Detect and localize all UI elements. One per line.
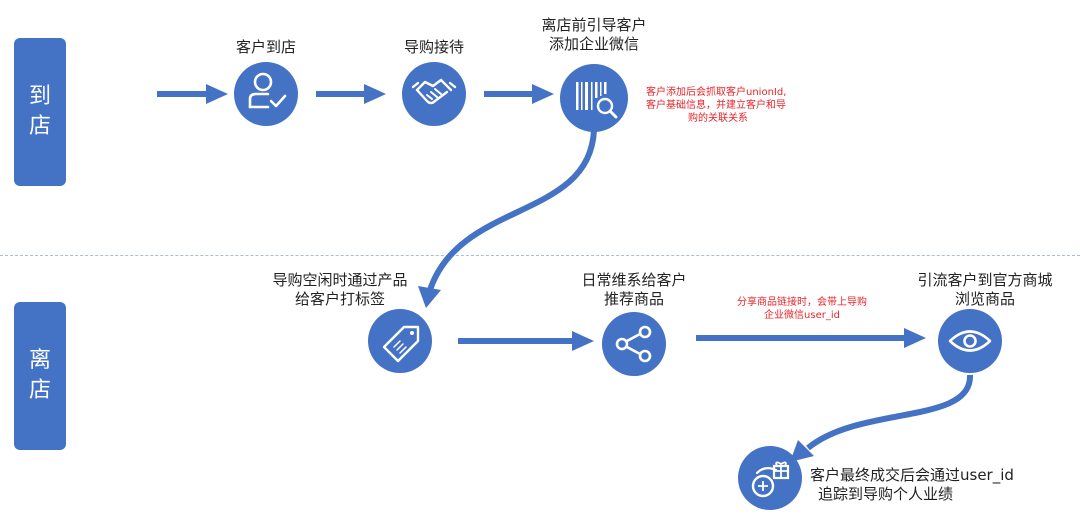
customer-check-icon — [234, 62, 298, 126]
step-label-add-wechat: 离店前引导客户 添加企业微信 — [541, 16, 647, 53]
phase-tab-away: 离店 — [14, 302, 66, 450]
phase-tab-in-store: 到店 — [14, 38, 66, 186]
eye-icon — [938, 309, 1002, 373]
arrow-arrive-to-reception — [316, 84, 386, 104]
phase-divider — [0, 255, 1080, 256]
step-label-performance: 客户最终成交后会通过user_id 追踪到导购个人业绩 — [810, 466, 1014, 503]
phase-label-in-store: 到店 — [28, 84, 51, 139]
coins-gift-icon — [738, 446, 802, 510]
tag-icon — [368, 309, 432, 373]
step-label-mall: 引流客户到官方商城 浏览商品 — [917, 271, 1053, 308]
step-label-reception: 导购接待 — [403, 38, 464, 56]
share-icon — [602, 312, 666, 376]
phase-label-away: 离店 — [28, 348, 51, 403]
step-label-recommend: 日常维系给客户 推荐商品 — [581, 271, 687, 308]
step-label-arrive: 客户到店 — [235, 38, 296, 56]
arrow-tagging-to-recommend — [458, 331, 594, 351]
arrow-mall-to-performance — [790, 374, 974, 462]
note-unionid: 客户添加后会抓取客户unionId, 客户基础信息，并建立客户和导 购的关联关系 — [646, 87, 787, 124]
arrow-to-arrive — [157, 84, 228, 104]
step-label-tagging: 导购空闲时通过产品 给客户打标签 — [272, 271, 408, 308]
arrow-recommend-to-mall — [696, 328, 926, 348]
handshake-icon — [402, 62, 466, 126]
arrow-reception-to-wechat — [484, 84, 554, 104]
arrow-wechat-to-tagging — [418, 129, 597, 308]
note-share-link: 分享商品链接时，会带上导购 企业微信user_id — [737, 297, 867, 321]
barcode-scan-icon — [560, 64, 628, 132]
